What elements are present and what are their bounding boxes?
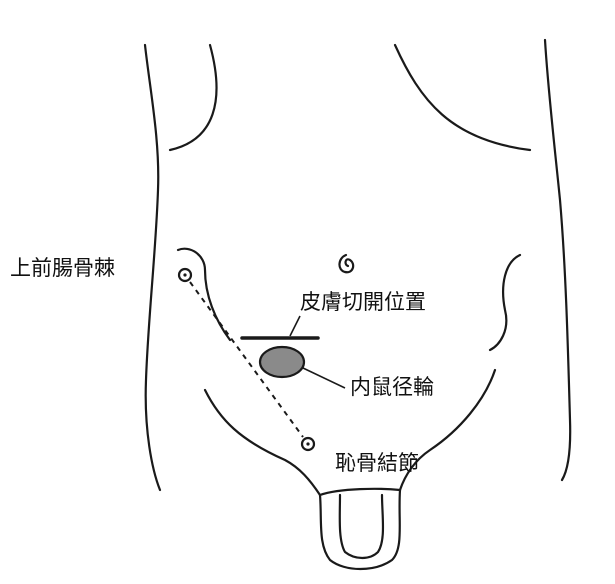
genital-inner-line — [338, 493, 385, 560]
pubic-tubercle-marker — [300, 436, 316, 452]
right-iliac-crest — [488, 253, 522, 352]
genital-top-curve — [318, 487, 402, 497]
label-internal-inguinal-ring: 内鼠径輪 — [350, 375, 434, 399]
right-groin-curve — [398, 368, 497, 492]
label-anterior-superior-iliac-spine: 上前腸骨棘 — [10, 256, 115, 280]
ring-leader-line — [302, 367, 346, 389]
left-iliac-crest — [176, 247, 232, 342]
label-skin-incision-position: 皮膚切開位置 — [300, 290, 426, 314]
left-torso-outline — [143, 43, 162, 492]
right-rib-curve — [393, 43, 532, 152]
internal-inguinal-ring — [258, 345, 306, 379]
inguinal-ligament-dashed-line — [189, 281, 304, 438]
right-torso-outline — [543, 38, 572, 482]
incision-leader-line — [289, 315, 301, 337]
genital-outline — [318, 488, 402, 570]
left-rib-curve — [168, 43, 218, 152]
asis-marker — [177, 267, 193, 283]
label-pubic-tubercle: 恥骨結節 — [335, 451, 419, 475]
navel — [338, 253, 355, 274]
left-groin-curve — [203, 388, 322, 497]
